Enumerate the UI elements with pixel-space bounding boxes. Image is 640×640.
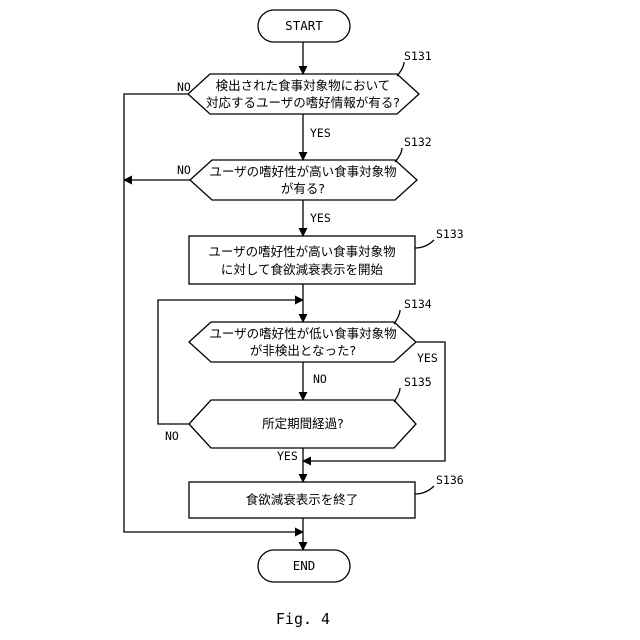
label-s132-no: NO — [177, 163, 191, 177]
s131-line-1: 検出された食事対象物において — [216, 78, 391, 93]
step-id-s135: S135 — [404, 375, 432, 389]
leader-s136 — [415, 486, 434, 494]
step-id-s133: S133 — [436, 227, 464, 241]
label-s134-no: NO — [313, 372, 327, 386]
leader-s133 — [415, 240, 434, 248]
s134-line-1: ユーザの嗜好性が低い食事対象物 — [209, 326, 396, 341]
label-s131-no: NO — [177, 80, 191, 94]
s132-line-2: が有る? — [281, 181, 325, 196]
leader-s132 — [395, 148, 402, 162]
s135-label: 所定期間経過? — [262, 416, 344, 431]
label-s134-yes: YES — [417, 351, 438, 365]
s134-line-2: が非検出となった? — [250, 343, 356, 358]
step-id-s134: S134 — [404, 297, 432, 311]
label-s135-yes: YES — [277, 449, 298, 463]
start-label: START — [285, 18, 323, 33]
s136-label: 食欲減衰表示を終了 — [246, 492, 359, 507]
leader-s134 — [394, 310, 400, 324]
step-id-s131: S131 — [404, 49, 432, 63]
leader-s131 — [397, 62, 404, 76]
s131-line-2: 対応するユーザの嗜好情報が有る? — [206, 95, 400, 110]
end-label: END — [293, 558, 316, 573]
s132-line-1: ユーザの嗜好性が高い食事対象物 — [209, 164, 396, 179]
label-s131-yes: YES — [310, 126, 331, 140]
s133-line-2: に対して食欲減衰表示を開始 — [221, 262, 384, 277]
step-id-s132: S132 — [404, 135, 432, 149]
step-id-s136: S136 — [436, 473, 464, 487]
leader-s135 — [394, 388, 400, 402]
figure-caption: Fig. 4 — [276, 610, 330, 628]
label-s132-yes: YES — [310, 211, 331, 225]
label-s135-no: NO — [165, 429, 179, 443]
s133-line-1: ユーザの嗜好性が高い食事対象物 — [208, 244, 395, 259]
